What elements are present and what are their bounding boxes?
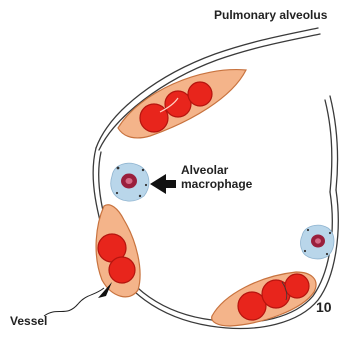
vessel-label: Vessel: [10, 315, 47, 329]
figure-number: 10: [316, 299, 332, 315]
red-blood-cell: [188, 82, 212, 106]
red-blood-cell: [165, 91, 191, 117]
alveolar-macrophage-label-line1: Alveolar: [181, 164, 252, 178]
pulmonary-alveolus-label: Pulmonary alveolus: [214, 9, 327, 23]
alveolar-macrophage-left: [111, 163, 149, 201]
red-blood-cell: [285, 274, 309, 298]
alveolar-macrophage-label: Alveolar macrophage: [181, 164, 252, 192]
alveolar-macrophage-label-line2: macrophage: [181, 178, 252, 192]
capillary-bottom: [212, 272, 316, 326]
vessel-pointer: [44, 282, 112, 316]
red-blood-cell: [140, 104, 168, 132]
alveolar-macrophage-right: [301, 225, 335, 259]
capillary-top: [118, 70, 246, 138]
red-blood-cell: [109, 257, 135, 283]
macrophage-arrow: [150, 174, 176, 194]
capillary-left: [96, 205, 140, 297]
